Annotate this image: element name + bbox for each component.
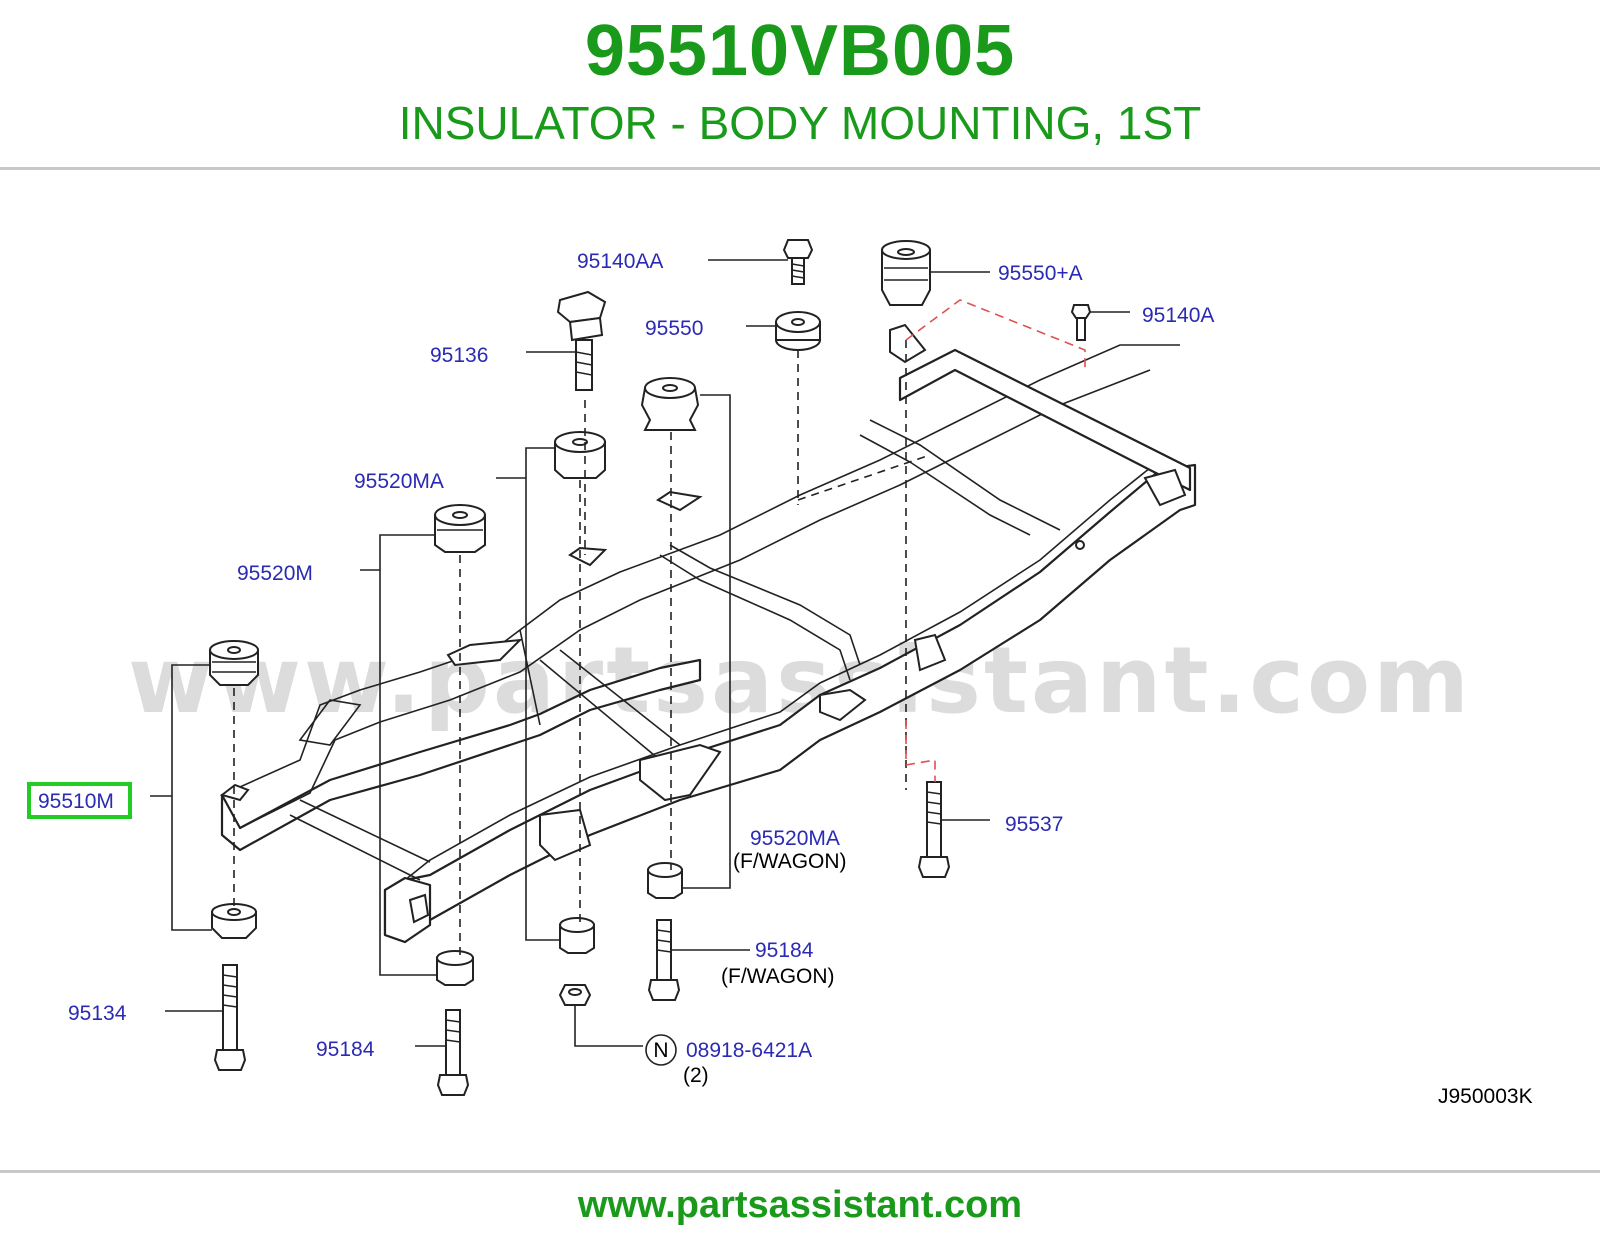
callout-95520M[interactable]: 95520M [237, 562, 313, 585]
fwagon-note-2: (F/WAGON) [721, 965, 835, 988]
callout-95140AA[interactable]: 95140AA [577, 250, 663, 273]
callout-95134[interactable]: 95134 [68, 1002, 127, 1025]
insulator-95520MA-rear-icon [640, 377, 700, 431]
insulator-95550-plus-a-icon [881, 240, 931, 306]
callout-08918-6421A[interactable]: 08918-6421A [686, 1039, 812, 1062]
insulator-95550-icon [775, 311, 821, 351]
bolt-95140A-icon [1070, 304, 1092, 341]
part-number-title: 95510VB005 [584, 11, 1016, 91]
fwagon-note-1: (F/WAGON) [733, 850, 847, 873]
part-description: INSULATOR - BODY MOUNTING, 1ST [398, 97, 1202, 149]
leader-lines [150, 259, 1130, 1047]
footer-url-link[interactable]: www.partsassistant.com [577, 1184, 1023, 1226]
insulator-95520M-lower-icon [436, 950, 474, 986]
bolt-95184-fwagon-icon [647, 919, 681, 1001]
nut-marker-circle [645, 1034, 677, 1066]
callout-95537[interactable]: 95537 [1005, 813, 1063, 836]
insulator-95520M-upper-icon [434, 504, 486, 553]
callout-95520MA-top[interactable]: 95520MA [354, 470, 444, 493]
callout-95510M[interactable]: 95510M [38, 790, 114, 813]
header-divider [0, 167, 1600, 170]
callout-95140A[interactable]: 95140A [1142, 304, 1214, 327]
callout-95136[interactable]: 95136 [430, 344, 488, 367]
insulator-95520MA-front-icon [554, 431, 606, 479]
insulator-95510M-upper-icon [209, 640, 259, 686]
callout-95520MA-fwagon[interactable]: 95520MA [750, 827, 840, 850]
callout-95184[interactable]: 95184 [316, 1038, 375, 1061]
insulator-95520MA-lower-icon [559, 917, 595, 954]
assembly-guide-lines [233, 299, 1086, 958]
bolt-95136-icon [556, 290, 607, 391]
bolt-95537-icon [917, 781, 951, 878]
drawing-code: J950003K [1438, 1085, 1533, 1108]
callout-95550[interactable]: 95550 [645, 317, 703, 340]
callout-95184-fwagon[interactable]: 95184 [755, 939, 814, 962]
quantity-note: (2) [683, 1064, 709, 1087]
nut-08918-icon [558, 984, 592, 1006]
bolt-95184-icon [436, 1009, 470, 1096]
nut-marker-letter: N [653, 1039, 668, 1062]
callout-95550-plus-a[interactable]: 95550+A [998, 262, 1083, 285]
insulator-95520MA-fwagon-icon [647, 862, 683, 899]
callout-95510M-highlight [27, 782, 132, 819]
footer-divider [0, 1170, 1600, 1173]
insulator-95510M-lower-icon [211, 903, 257, 939]
bolt-95140AA-icon [782, 239, 814, 285]
bolt-95134-icon [213, 964, 247, 1071]
